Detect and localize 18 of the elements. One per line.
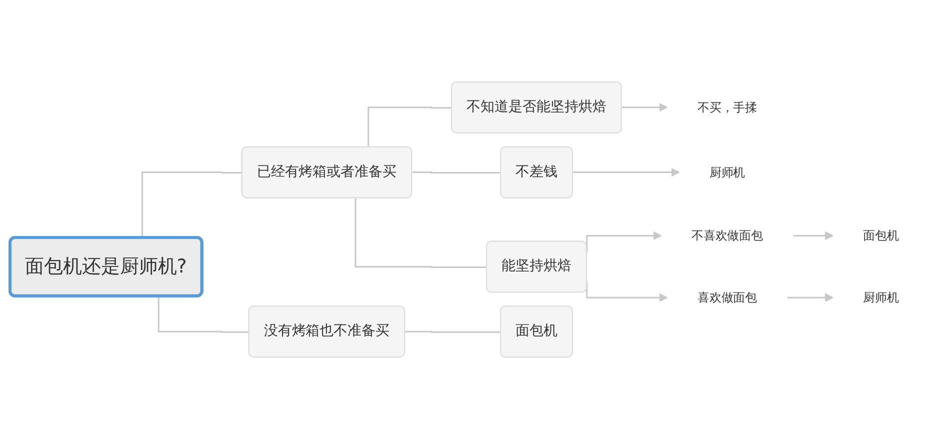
arrow [572, 168, 680, 177]
arrow [792, 231, 834, 240]
node-text: 厨师机 [863, 290, 900, 305]
node-text: 喜欢做面包 [697, 290, 758, 305]
arrow [786, 293, 834, 302]
arrow [621, 102, 668, 112]
arrow [586, 231, 662, 252]
connector [142, 172, 242, 238]
arrow [586, 282, 668, 302]
connector [354, 198, 488, 268]
connector [411, 172, 501, 174]
node-text: 面包机 [863, 228, 900, 243]
node-text: 不喜欢做面包 [691, 228, 764, 243]
node-text: 不买，手揉 [697, 100, 758, 114]
connector [158, 296, 250, 333]
connector [368, 106, 452, 148]
node-text: 厨师机 [709, 165, 746, 180]
connector [404, 330, 501, 333]
